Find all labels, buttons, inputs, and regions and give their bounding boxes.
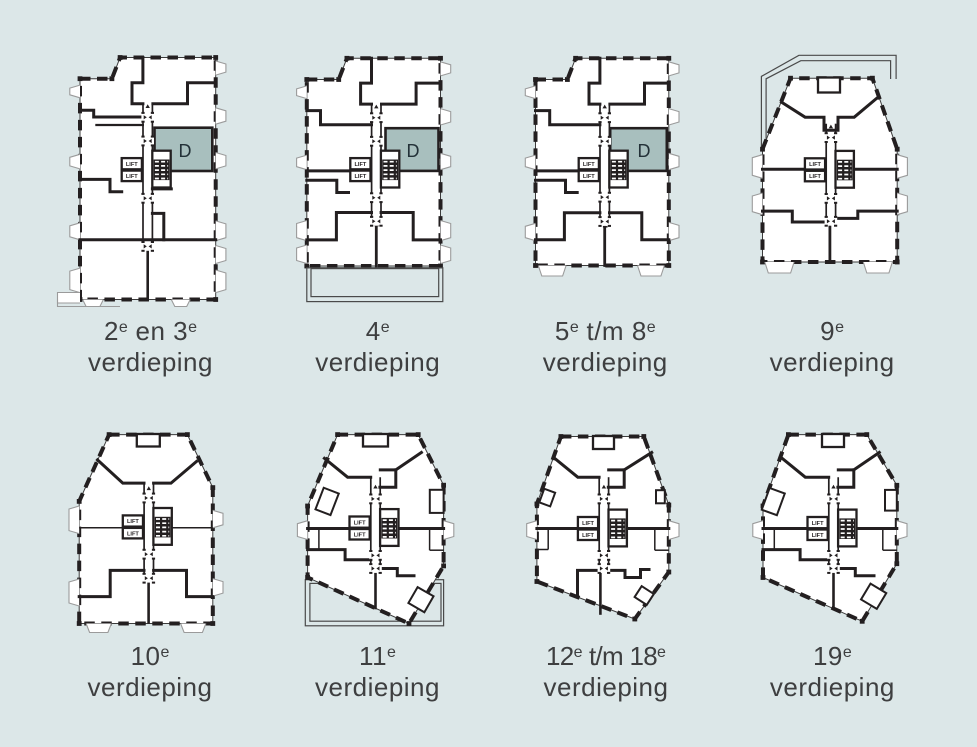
svg-text:LIFT: LIFT — [126, 174, 138, 180]
svg-text:LIFT: LIFT — [354, 532, 366, 538]
svg-text:LIFT: LIFT — [583, 162, 595, 168]
svg-text:LIFT: LIFT — [812, 521, 824, 527]
svg-text:LIFT: LIFT — [127, 519, 139, 525]
svg-text:LIFT: LIFT — [809, 174, 821, 180]
svg-text:LIFT: LIFT — [354, 162, 366, 168]
svg-text:D: D — [638, 141, 651, 161]
svg-text:LIFT: LIFT — [126, 162, 138, 168]
svg-text:LIFT: LIFT — [354, 520, 366, 526]
svg-text:LIFT: LIFT — [809, 162, 821, 168]
svg-text:D: D — [407, 141, 420, 161]
svg-text:LIFT: LIFT — [354, 174, 366, 180]
svg-text:D: D — [179, 141, 192, 161]
svg-text:LIFT: LIFT — [582, 521, 594, 527]
svg-text:LIFT: LIFT — [582, 533, 594, 539]
svg-text:LIFT: LIFT — [812, 533, 824, 539]
svg-text:LIFT: LIFT — [127, 531, 139, 537]
svg-text:LIFT: LIFT — [583, 174, 595, 180]
